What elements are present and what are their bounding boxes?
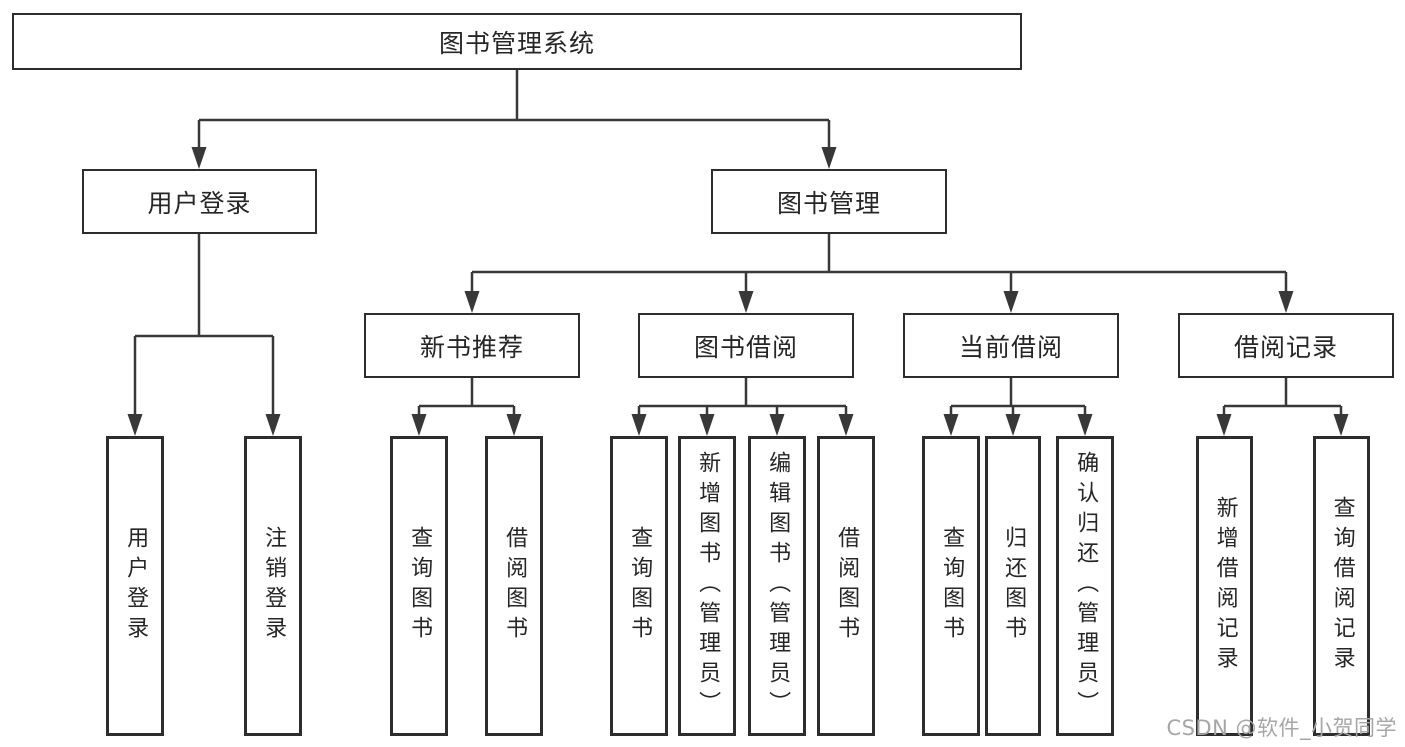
node-borrow-records: 借阅记录 — [1178, 313, 1394, 378]
leaf-return-book: 归还图书 — [985, 436, 1041, 736]
leaf-query-books-recommend-label: 查询图书 — [407, 526, 433, 646]
arrowheads — [127, 147, 1349, 436]
leaf-user-login: 用户登录 — [106, 436, 164, 736]
leaf-add-borrow-record: 新增借阅记录 — [1196, 436, 1253, 736]
node-new-book-recommend: 新书推荐 — [364, 313, 580, 378]
leaf-query-books-recommend: 查询图书 — [390, 436, 448, 736]
node-user-login-label: 用户登录 — [147, 188, 252, 218]
node-borrow-records-label: 借阅记录 — [1233, 332, 1338, 362]
connector-paths — [133, 70, 1343, 416]
leaf-logout-label: 注销登录 — [261, 526, 287, 646]
node-new-book-recommend-label: 新书推荐 — [419, 332, 524, 362]
leaf-add-book-admin-label: 新增图书（管理员） — [695, 451, 721, 721]
leaf-edit-book-admin-label: 编辑图书（管理员） — [765, 451, 791, 721]
leaf-add-book-admin: 新增图书（管理员） — [678, 436, 736, 736]
node-root: 图书管理系统 — [12, 13, 1022, 70]
node-user-login: 用户登录 — [82, 169, 317, 234]
leaf-edit-book-admin: 编辑图书（管理员） — [748, 436, 806, 736]
node-current-borrow: 当前借阅 — [903, 313, 1119, 378]
leaf-query-books-borrow-label: 查询图书 — [627, 526, 653, 646]
leaf-confirm-return-admin: 确认归还（管理员） — [1056, 436, 1114, 736]
leaf-query-borrow-record: 查询借阅记录 — [1313, 436, 1370, 736]
node-current-borrow-label: 当前借阅 — [958, 332, 1063, 362]
leaf-borrow-books-recommend-label: 借阅图书 — [502, 526, 528, 646]
leaf-return-book-label: 归还图书 — [1001, 526, 1027, 646]
node-book-management-label: 图书管理 — [776, 188, 881, 218]
watermark: CSDN @软件_小贺同学 — [1166, 716, 1397, 740]
node-book-borrow-label: 图书借阅 — [693, 332, 798, 362]
leaf-query-borrow-record-label: 查询借阅记录 — [1329, 496, 1355, 676]
node-root-label: 图书管理系统 — [438, 28, 595, 58]
leaf-query-books-current-label: 查询图书 — [939, 526, 965, 646]
leaf-borrow-books: 借阅图书 — [817, 436, 875, 736]
leaf-borrow-books-label: 借阅图书 — [834, 526, 860, 646]
node-book-borrow: 图书借阅 — [638, 313, 854, 378]
node-book-management: 图书管理 — [711, 169, 947, 234]
leaf-query-books-current: 查询图书 — [922, 436, 980, 736]
leaf-logout: 注销登录 — [244, 436, 302, 736]
leaf-query-books-borrow: 查询图书 — [610, 436, 668, 736]
leaf-confirm-return-admin-label: 确认归还（管理员） — [1073, 451, 1099, 721]
leaf-user-login-label: 用户登录 — [123, 526, 149, 646]
leaf-borrow-books-recommend: 借阅图书 — [485, 436, 543, 736]
leaf-add-borrow-record-label: 新增借阅记录 — [1212, 496, 1238, 676]
